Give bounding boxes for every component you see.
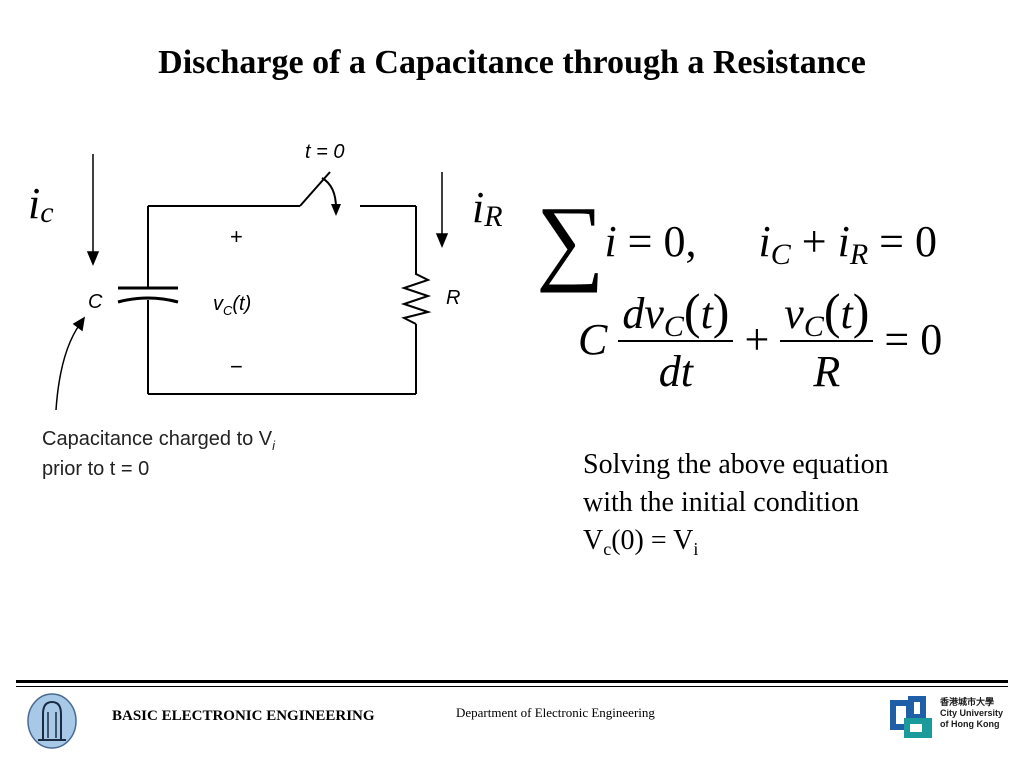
resistor-symbol [400,268,432,325]
fraction-v-r: vC(t) R [780,286,874,394]
kcl-equation: ∑i = 0, iC + iR = 0 [536,186,937,293]
department-name: Department of Electronic Engineering [456,705,655,720]
fraction-dv-dt: dvC(t) dt [618,286,734,394]
capacitor-symbol [117,286,179,304]
switch-label: t = 0 [305,141,344,163]
rc-circuit-diagram: t = 0 + − C vC(t) R Capacitance charged … [42,141,460,480]
solving-text: Solving the above equation with the init… [583,449,889,559]
resistor-label: R [446,287,460,309]
course-name: BASIC ELECTRONIC ENGINEERING [112,708,375,724]
current-arrow-ir [435,172,449,248]
plus-sign: + [230,224,243,249]
university-name: 香港城市大學 City University of Hong Kong [940,697,1004,729]
voltage-label: vC(t) [213,293,251,318]
capacitor-label: C [88,291,103,313]
course-logo-icon [27,693,77,749]
ode-equation: C dvC(t) dt + vC(t) R = 0 [578,283,943,396]
ir-label: iR [472,183,503,233]
slide-title: Discharge of a Capacitance through a Res… [158,44,866,81]
footer-rule-thin [16,686,1008,687]
note-arrow [55,316,86,411]
note-line1: Capacitance charged to Vi [42,428,276,453]
current-arrow-ic [86,154,100,266]
switch-symbol [299,171,341,216]
circuit-wires [147,205,417,395]
sum-symbol: ∑ [536,186,605,293]
university-logo-icon [890,696,932,738]
minus-sign: − [230,354,243,379]
footer-rule [16,680,1008,683]
ic-label: ic [28,179,54,229]
note-line2: prior to t = 0 [42,458,149,480]
